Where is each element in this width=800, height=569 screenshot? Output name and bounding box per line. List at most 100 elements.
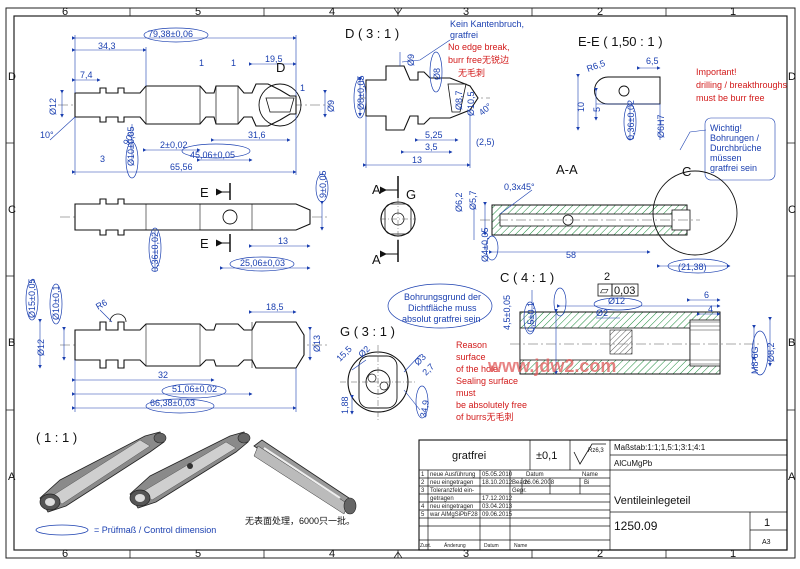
note-important-3: must be burr free [696, 93, 765, 103]
note-important-2: drilling / breakthroughs [696, 80, 788, 90]
dim-bot-d15: Ø15±0,05 [27, 279, 37, 318]
note-wichtig-1: Wichtig! [710, 123, 742, 133]
tb-bot-name: Name [514, 543, 528, 549]
dim-top-total: 79,38±0,06 [148, 29, 193, 39]
title-block: gratfrei ±0,1 Rz6,3 Maßstab:1:1;1,5:1;3:… [418, 439, 788, 551]
tb-roughness: Rz6,3 [588, 448, 604, 454]
iso-views: ( 1 : 1 ) [36, 430, 357, 515]
legend-control-dimension: = Prüfmaß / Control dimension [35, 524, 216, 536]
dim-aa-d62: Ø6,2 [454, 192, 464, 212]
dim-d-40deg: 40° [477, 101, 494, 118]
dim-c-m8: M8-6G [750, 346, 760, 374]
note-wichtig-5: gratfrei sein [710, 163, 757, 173]
rev-3-no: 3 [421, 488, 425, 494]
chinese-batch-note: 无表面处理，6000只一批。 [245, 515, 355, 526]
rev-1-date: 05.05.2010 [482, 472, 513, 478]
frame-num-bot-1: 6 [62, 548, 68, 560]
tb-part-number: 1250.09 [614, 519, 658, 533]
drawing-frame: 6 5 4 3 2 1 6 5 4 3 2 1 D C B A D C B A [5, 6, 796, 560]
tb-col-name: Name [582, 472, 599, 478]
note-kantenbruch-en-3: 无毛刺 [458, 67, 485, 78]
dim-ee-5: 5 [592, 107, 602, 112]
dim-g-188: 1,88 [340, 396, 350, 414]
frame-num-top-5: 2 [597, 6, 603, 18]
dim-d-d9: Ø9 [406, 54, 416, 66]
note-wichtig-4: müssen [710, 153, 742, 163]
tb-bearb-date: 26.06.2008 [524, 480, 555, 486]
dim-top-d9: Ø9 [326, 100, 336, 112]
note-reason-6: be absolutely free [456, 400, 527, 410]
dim-c-4: 4 [708, 304, 713, 314]
note-reason-7: of burrs无毛刺 [456, 411, 514, 422]
dim-bot-d12: Ø12 [36, 339, 46, 356]
tb-bot-datum: Datum [484, 543, 499, 549]
tb-gratfrei: gratfrei [452, 450, 486, 462]
tb-sheet-no: 1 [764, 517, 770, 529]
dim-top-d10: Ø10±0,05 [126, 127, 136, 166]
section-aa-title: A-A [556, 162, 578, 177]
dim-ee-036: 0,36±0,02 [626, 100, 636, 140]
detail-d-title: D ( 3 : 1 ) [345, 26, 399, 41]
dim-d-525: 5,25 [425, 130, 443, 140]
frame-num-bot-2: 5 [195, 548, 201, 560]
dim-bot-32: 32 [158, 370, 168, 380]
section-ee-title: E-E ( 1,50 : 1 ) [578, 34, 663, 49]
dim-top-1c: 1 [300, 83, 305, 93]
iso-part-3-section [253, 439, 357, 515]
dim-g-349: 34,9 [418, 399, 431, 418]
frame-letter-right-c: C [788, 204, 796, 216]
dim-aa-58: 58 [566, 250, 576, 260]
view-top-letter: D [276, 60, 285, 75]
tb-material: AlCuMgPb [614, 459, 653, 468]
note-reason-4: Sealing surface [456, 376, 518, 386]
detail-c-flatness-value: 0,03 [614, 285, 635, 297]
rev-1-text: neue Ausführung [430, 472, 475, 478]
frame-num-bot-4: 3 [463, 548, 469, 560]
dim-mid-036: 0,36±0,02 [150, 232, 160, 272]
dim-d-d8: Ø8 [432, 68, 442, 80]
rev-4-date: 03.04.2013 [482, 504, 513, 510]
section-a-a: A-A C Ø6,2 Ø5,7 0,3x45° Ø4±0,05 58 (21,3… [454, 162, 738, 274]
frame-letter-right-a: A [788, 471, 796, 483]
cut-label-a-bottom: A [372, 252, 381, 267]
frame-letter-left-d: D [8, 71, 16, 83]
note-kantenbruch-de-1: Kein Kantenbruch, [450, 19, 524, 29]
view-middle-part: E E 9±0,05 13 25,06±0,03 0,36±0,02 [60, 171, 330, 272]
rev-5-no: 5 [421, 512, 425, 518]
dim-mid-25: 25,06±0,03 [240, 258, 285, 268]
dim-c-05: 0,5±0,1 [526, 302, 536, 332]
tb-bearb-name: Bi [584, 480, 589, 486]
dim-aa-2138: (21,38) [678, 262, 707, 272]
frame-letter-right-b: B [788, 337, 795, 349]
note-reason-1: Reason [456, 340, 487, 350]
rev-1-no: 1 [421, 472, 425, 478]
view-top-part: 79,38±0,06 34,3 1 1 19,5 D 7,4 Ø12 10° 9… [40, 27, 336, 179]
rev-5-text: war AlMgSiPbF28 [429, 512, 478, 518]
view-bottom-part: 18,5 Ø15±0,05 Ø10±0,1 R6 Ø12 Ø13 32 51,0… [25, 279, 330, 414]
dim-aa-d4: Ø4±0,05 [480, 228, 490, 262]
frame-num-top-1: 6 [62, 6, 68, 18]
frame-letter-left-c: C [8, 204, 16, 216]
detail-c-label-aa: C [682, 164, 691, 179]
view-a-end: A A G [372, 176, 416, 267]
detail-g-label: G [406, 187, 416, 202]
dim-bot-r6: R6 [94, 297, 109, 311]
dim-top-10deg: 10° [40, 130, 54, 140]
cut-label-a-top: A [372, 182, 381, 197]
note-important-1: Important! [696, 67, 737, 77]
dim-top-65: 65,56 [170, 162, 193, 172]
tb-part-name: Ventileinlegeteil [614, 495, 690, 507]
dim-top-2: 2±0,02 [160, 140, 187, 150]
watermark: www.jdw2.com [487, 356, 616, 376]
dim-c-d82: Ø8,2 [766, 342, 776, 362]
rev-2-no: 2 [421, 480, 425, 486]
dim-top-d12: Ø12 [48, 98, 58, 115]
dim-ee-10: 10 [576, 102, 586, 112]
rev-3b-date: 17.12.2012 [482, 496, 513, 502]
frame-num-top-4: 3 [463, 6, 469, 18]
detail-c-title: C ( 4 : 1 ) [500, 270, 554, 285]
dim-top-1a: 1 [199, 58, 204, 68]
dim-top-3: 3 [100, 154, 105, 164]
note-reason-3: of the hole: [456, 364, 501, 374]
